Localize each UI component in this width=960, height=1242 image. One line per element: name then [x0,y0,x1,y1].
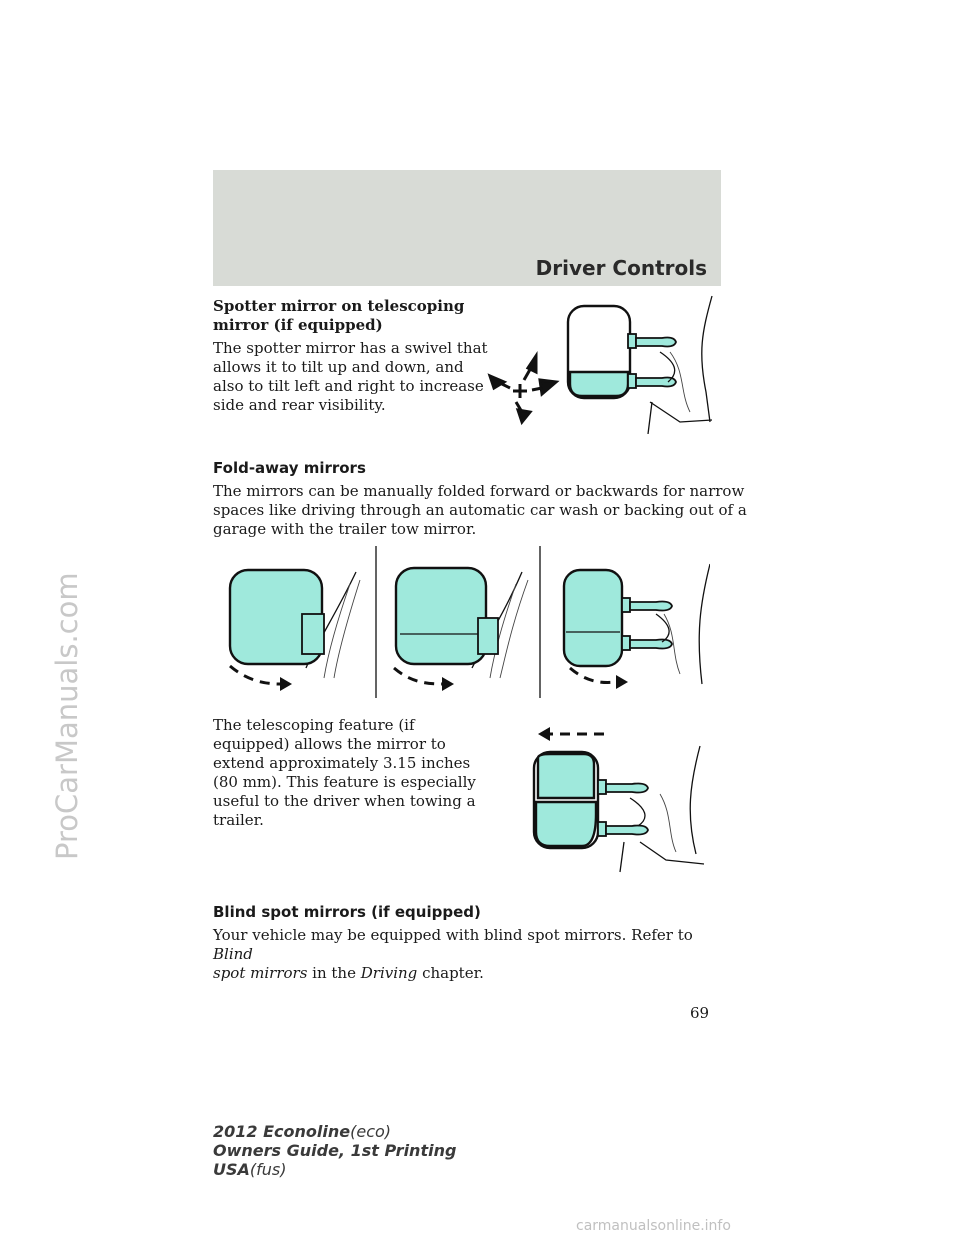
foldaway-mirrors-illustration [228,546,710,698]
telescoping-body: The telescoping feature (if equipped) al… [213,716,476,829]
blindspot-heading: Blind spot mirrors (if equipped) [213,903,481,921]
document-footer: 2012 Econoline(eco) Owners Guide, 1st Pr… [213,1122,457,1179]
blindspot-body: Your vehicle may be equipped with blind … [213,926,693,982]
blind-spot-reference: Blind [213,945,253,963]
spotter-mirror-illustration [487,295,713,434]
watermark: ProCarManuals.com [50,572,84,860]
footer-site-watermark: carmanualsonline.info [576,1218,731,1234]
spotter-heading: Spotter mirror on telescoping mirror (if… [213,297,465,334]
foldaway-body: The mirrors can be manually folded forwa… [213,482,747,538]
section-title: Driver Controls [535,256,707,280]
driving-chapter-reference: Driving [360,964,418,982]
spotter-body: The spotter mirror has a swivel that all… [213,339,488,414]
foldaway-heading: Fold-away mirrors [213,459,366,477]
telescoping-mirror-illustration [532,727,705,873]
header-band: Driver Controls [213,170,721,286]
page-number: 69 [690,1004,710,1022]
